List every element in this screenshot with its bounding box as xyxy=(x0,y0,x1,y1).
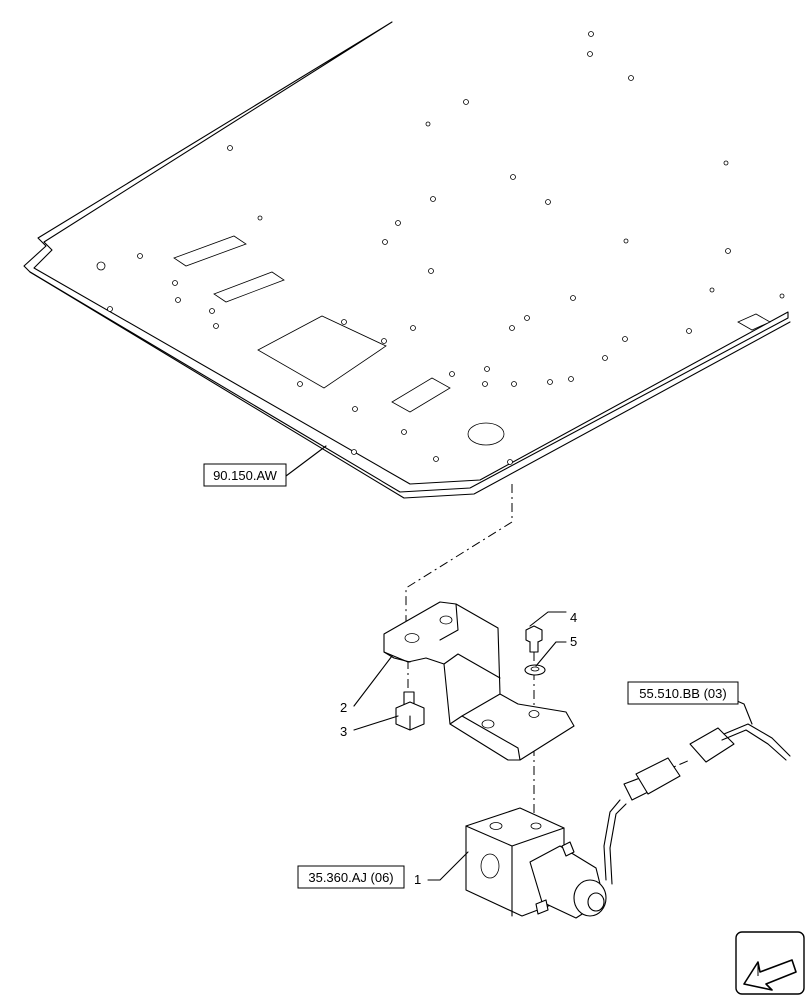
floor-plate xyxy=(23,21,791,499)
reference-floor-plate[interactable]: 90.150.AW xyxy=(203,463,287,487)
washer xyxy=(524,664,546,676)
callout-2: 2 xyxy=(340,700,347,715)
callout-5: 5 xyxy=(570,634,577,649)
reference-valve[interactable]: 35.360.AJ (06) xyxy=(297,865,405,889)
solenoid-valve xyxy=(465,807,607,919)
harness-connector xyxy=(603,723,791,885)
callout-1: 1 xyxy=(414,872,421,887)
reference-harness[interactable]: 55.510.BB (03) xyxy=(627,681,739,705)
callout-3: 3 xyxy=(340,724,347,739)
svg-text:55.510.BB (03): 55.510.BB (03) xyxy=(639,686,726,701)
flange-bolt xyxy=(395,691,425,731)
leader-lines xyxy=(285,445,753,881)
svg-text:90.150.AW: 90.150.AW xyxy=(213,468,278,483)
bolt xyxy=(525,625,543,653)
callout-4: 4 xyxy=(570,610,577,625)
svg-text:35.360.AJ (06): 35.360.AJ (06) xyxy=(308,870,393,885)
bracket xyxy=(383,601,575,761)
navigation-arrow-icon[interactable] xyxy=(735,931,805,995)
